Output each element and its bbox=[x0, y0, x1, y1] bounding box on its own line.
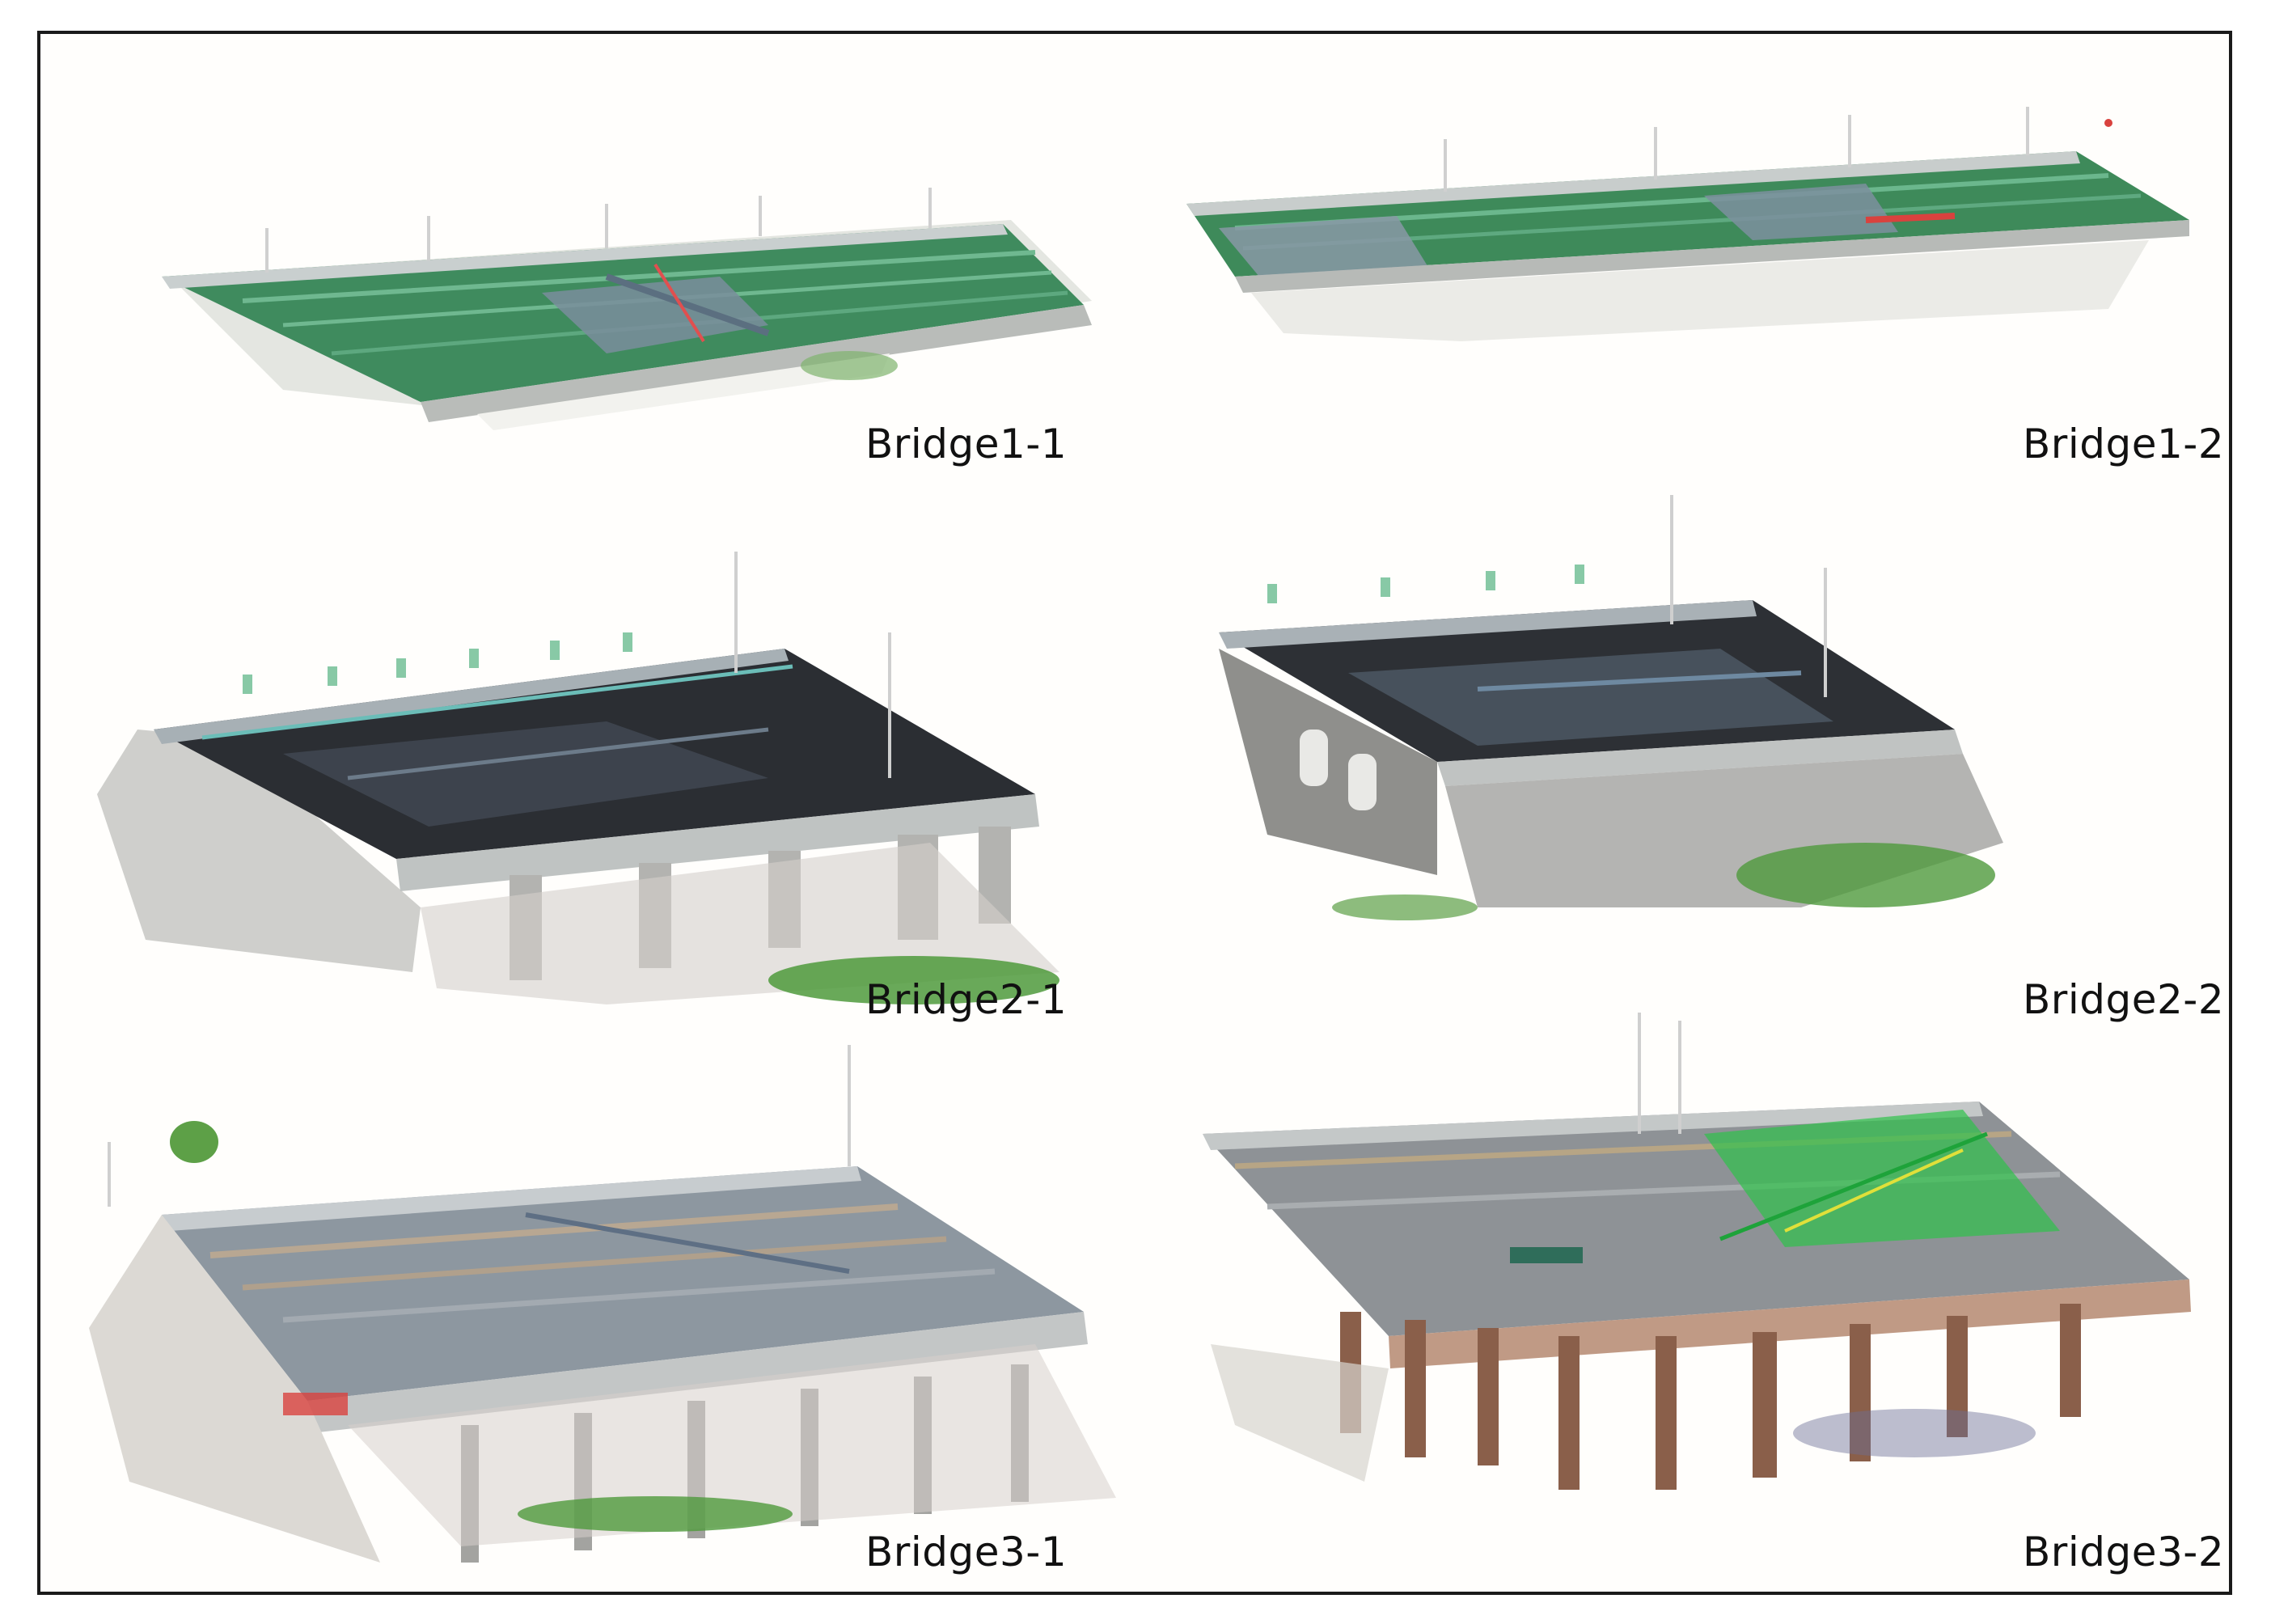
pointcloud-bridge1-2-image bbox=[1186, 107, 2189, 341]
panel-label: Bridge1-2 bbox=[2023, 421, 2225, 467]
panel-label: Bridge2-2 bbox=[2023, 976, 2225, 1023]
panel-bridge2-2: Bridge2-2 bbox=[1138, 487, 2235, 1045]
pointcloud-bridge2-1-image bbox=[97, 552, 1059, 1004]
panel-label: Bridge1-1 bbox=[865, 421, 1068, 467]
pointcloud-bridge3-1-image bbox=[89, 1045, 1116, 1563]
panel-label: Bridge2-1 bbox=[865, 976, 1068, 1023]
panel-bridge2-1: Bridge2-1 bbox=[40, 487, 1138, 1045]
panel-bridge1-2: Bridge1-2 bbox=[1138, 34, 2235, 487]
pointcloud-bridge3-2-image bbox=[1203, 1013, 2191, 1490]
panel-label: Bridge3-2 bbox=[2023, 1529, 2225, 1575]
pointcloud-bridge1-1-image bbox=[162, 188, 1092, 430]
panel-bridge3-2: Bridge3-2 bbox=[1138, 1013, 2235, 1595]
panel-bridge1-1: Bridge1-1 bbox=[40, 34, 1138, 487]
panel-bridge3-1: Bridge3-1 bbox=[40, 1045, 1138, 1595]
pointcloud-bridge2-2-image bbox=[1219, 495, 2003, 920]
panel-label: Bridge3-1 bbox=[865, 1529, 1068, 1575]
figure-frame: Bridge1-1 Bridge1-2 bbox=[37, 31, 2232, 1595]
